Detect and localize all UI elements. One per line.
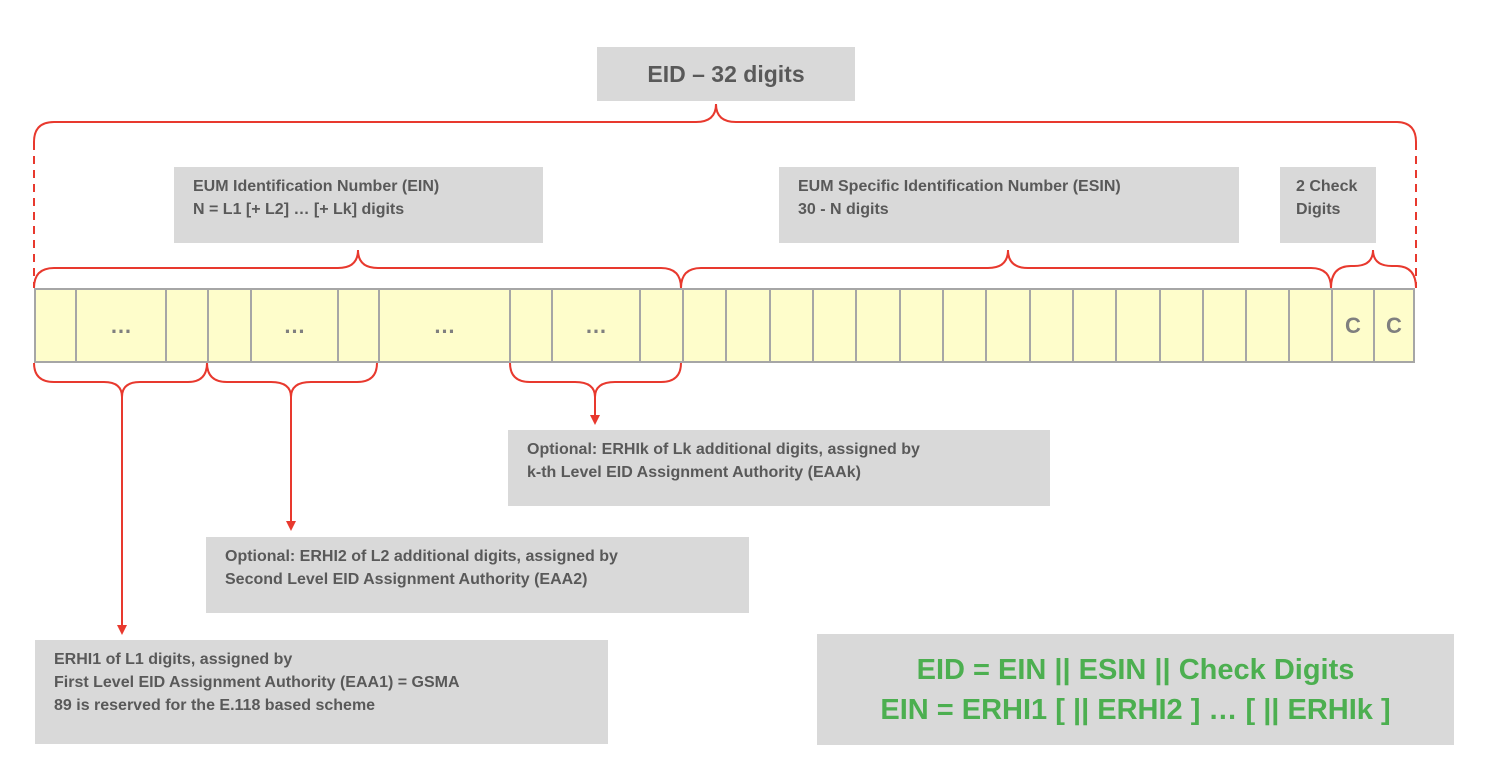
digit-cell [209, 290, 252, 361]
eid-title: EID – 32 digits [647, 60, 805, 87]
ellipsis-text: … [283, 312, 306, 338]
eid-formula-box: EID = EIN || ESIN || Check Digits EIN = … [817, 634, 1454, 745]
digit-cell [167, 290, 209, 361]
digit-cell [641, 290, 684, 361]
digit-cell [511, 290, 553, 361]
erhi1-line-3: 89 is reserved for the E.118 based schem… [54, 697, 376, 714]
eid-title-box: EID – 32 digits [597, 47, 855, 101]
esin-label-box: EUM Specific Identification Number (ESIN… [779, 167, 1239, 243]
ellipsis-cell: … [77, 290, 167, 361]
optional-erhi2-line-2: Second Level EID Assignment Authority (E… [225, 571, 588, 588]
digit-cell [1290, 290, 1333, 361]
ellipsis-text: … [110, 312, 132, 338]
check-digits-label-line-2: Digits [1296, 201, 1341, 218]
optional-erhik-line-1: Optional: ERHIk of Lk additional digits,… [527, 441, 920, 458]
erhi1-line-2: First Level EID Assignment Authority (EA… [54, 674, 460, 691]
eid-formula-line-2: EIN = ERHI1 [ || ERHI2 ] … [ || ERHIk ] [880, 693, 1391, 726]
check-digits-brace [1330, 249, 1417, 289]
check-digit-cell-2: C [1375, 290, 1413, 361]
ellipsis-cell: … [553, 290, 641, 361]
erhi2-brace [206, 362, 378, 398]
digit-cell [901, 290, 944, 361]
eid-digit-strip: … … … … C C [34, 288, 1415, 363]
erhi1-line-1: ERHI1 of L1 digits, assigned by [54, 651, 293, 668]
digit-cell [944, 290, 987, 361]
erhi1-brace [33, 362, 208, 398]
digit-cell [814, 290, 857, 361]
ein-label-line-1: EUM Identification Number (EIN) [193, 178, 440, 195]
digit-cell [684, 290, 727, 361]
optional-erhi2-box: Optional: ERHI2 of L2 additional digits,… [206, 537, 749, 613]
digit-cell [987, 290, 1031, 361]
digit-cell [1161, 290, 1204, 361]
digit-cell [1117, 290, 1161, 361]
check-digit-cell-1: C [1333, 290, 1375, 361]
ein-brace [33, 249, 682, 289]
digit-cell [771, 290, 814, 361]
check-digits-label-box: 2 Check Digits [1280, 167, 1376, 243]
ein-label-box: EUM Identification Number (EIN) N = L1 [… [174, 167, 543, 243]
erhik-brace [509, 362, 682, 398]
check-digit-c: C [1345, 312, 1361, 338]
optional-erhi2-line-1: Optional: ERHI2 of L2 additional digits,… [225, 548, 618, 565]
digit-cell [1074, 290, 1117, 361]
digit-cell [1031, 290, 1074, 361]
digit-cell [1204, 290, 1247, 361]
digit-cell [36, 290, 77, 361]
ellipsis-text: … [585, 312, 607, 338]
ein-label-line-2: N = L1 [+ L2] … [+ Lk] digits [193, 201, 405, 218]
optional-erhik-line-2: k-th Level EID Assignment Authority (EAA… [527, 464, 861, 481]
optional-erhik-box: Optional: ERHIk of Lk additional digits,… [508, 430, 1050, 506]
check-digits-label-line-1: 2 Check [1296, 178, 1358, 195]
ellipsis-cell: … [252, 290, 339, 361]
esin-label-line-1: EUM Specific Identification Number (ESIN… [798, 178, 1121, 195]
eid-formula-line-1: EID = EIN || ESIN || Check Digits [916, 653, 1355, 686]
digit-cell [1247, 290, 1290, 361]
check-digit-c: C [1386, 312, 1402, 338]
esin-label-line-2: 30 - N digits [798, 201, 889, 218]
erhi1-box: ERHI1 of L1 digits, assigned by First Le… [35, 640, 608, 744]
digit-cell [857, 290, 901, 361]
digit-cell [727, 290, 771, 361]
eid-32-digits-brace [33, 103, 1417, 143]
esin-brace [680, 249, 1332, 289]
ellipsis-text: … [433, 312, 456, 338]
ellipsis-cell: … [380, 290, 511, 361]
digit-cell [339, 290, 380, 361]
